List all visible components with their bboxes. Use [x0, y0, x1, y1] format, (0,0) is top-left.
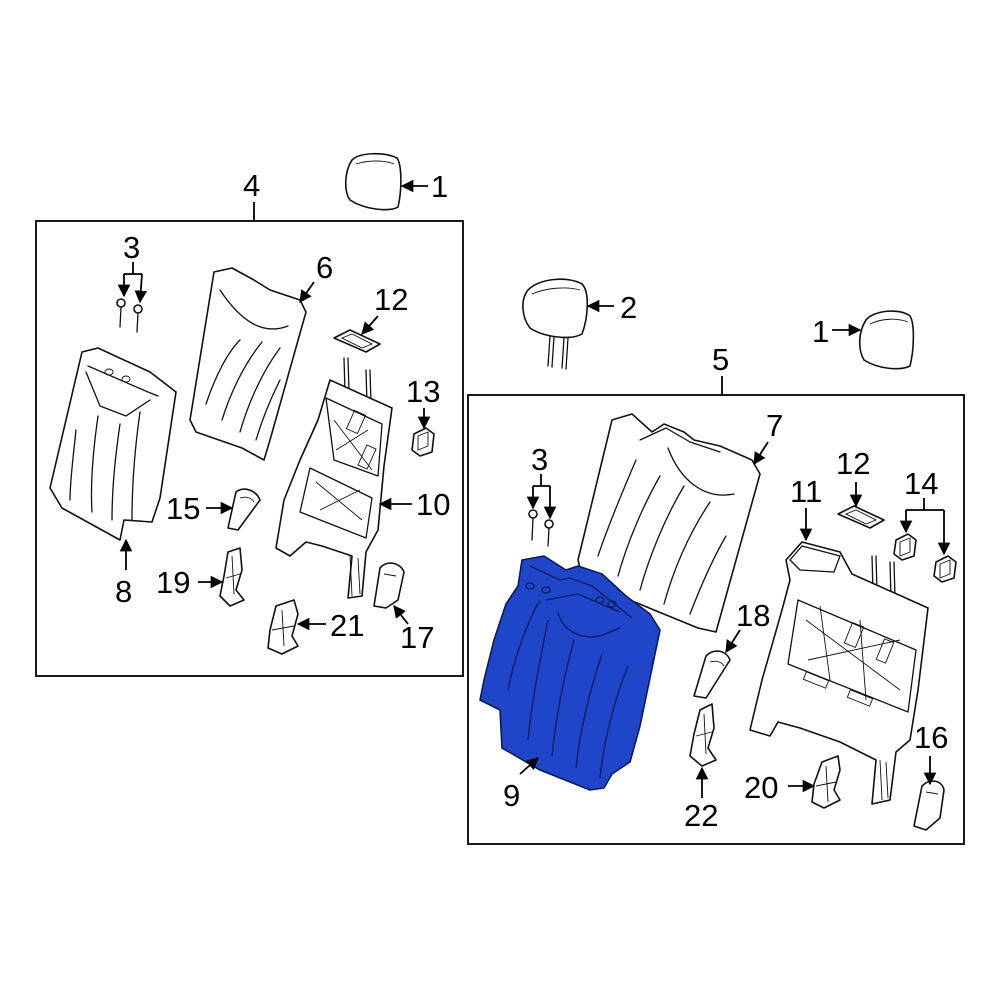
right-group-frame: [467, 394, 965, 845]
callout-3-right: 3: [531, 442, 548, 477]
headrest-part-1-right: [858, 310, 915, 370]
clip-part-13: [411, 427, 435, 457]
bezel-part-15: [227, 488, 261, 531]
callout-10: 10: [416, 487, 450, 522]
callout-1-right: 1: [812, 314, 829, 349]
bolts-part-3-right: [528, 509, 554, 547]
seat-frame-part-10: [275, 357, 393, 599]
callout-21: 21: [330, 608, 364, 643]
callout-14: 14: [904, 466, 938, 501]
callout-5: 5: [712, 342, 729, 377]
callout-3-left: 3: [123, 230, 140, 265]
seat-back-cover-part-9: [479, 555, 661, 791]
callout-8: 8: [115, 574, 132, 609]
cover-part-16: [913, 780, 945, 831]
headrest-part-2: [522, 278, 589, 370]
callout-18: 18: [736, 598, 770, 633]
cover-part-17: [373, 562, 405, 609]
seat-back-cover-part-8: [49, 347, 177, 541]
callout-12-left: 12: [374, 282, 408, 317]
callout-13: 13: [406, 374, 440, 409]
callout-2: 2: [620, 290, 637, 325]
callout-9: 9: [503, 778, 520, 813]
tag-part-12-left: [333, 329, 381, 353]
bolts-part-3-left: [116, 298, 143, 333]
callout-12-right: 12: [836, 446, 870, 481]
callout-7: 7: [766, 408, 783, 443]
bracket-part-20: [811, 755, 841, 809]
callout-labels: 1 4 3 6 12 13 2 1 5 15 10 8 19 21 17 7 3…: [115, 168, 948, 833]
seat-frame-part-11: [749, 541, 929, 805]
bracket-part-22: [689, 703, 717, 767]
callout-11: 11: [790, 474, 822, 509]
bracket-part-21: [267, 599, 299, 655]
tag-part-12-right: [837, 505, 885, 529]
bezel-part-18: [693, 650, 731, 699]
callout-17: 17: [400, 620, 434, 655]
callout-1-top: 1: [431, 169, 448, 204]
seat-back-pad-part-6: [189, 267, 307, 461]
callout-16: 16: [914, 720, 948, 755]
clips-part-14: [893, 533, 957, 583]
callout-4: 4: [243, 168, 260, 203]
callout-19: 19: [156, 565, 190, 600]
left-group-frame: [35, 220, 464, 677]
callout-15: 15: [166, 491, 200, 526]
leader-lines: [117, 179, 951, 798]
headrest-part-1-top: [344, 152, 402, 211]
callout-22: 22: [684, 798, 718, 833]
callout-6: 6: [316, 250, 333, 285]
callout-20: 20: [744, 770, 778, 805]
bracket-part-19: [219, 547, 245, 607]
